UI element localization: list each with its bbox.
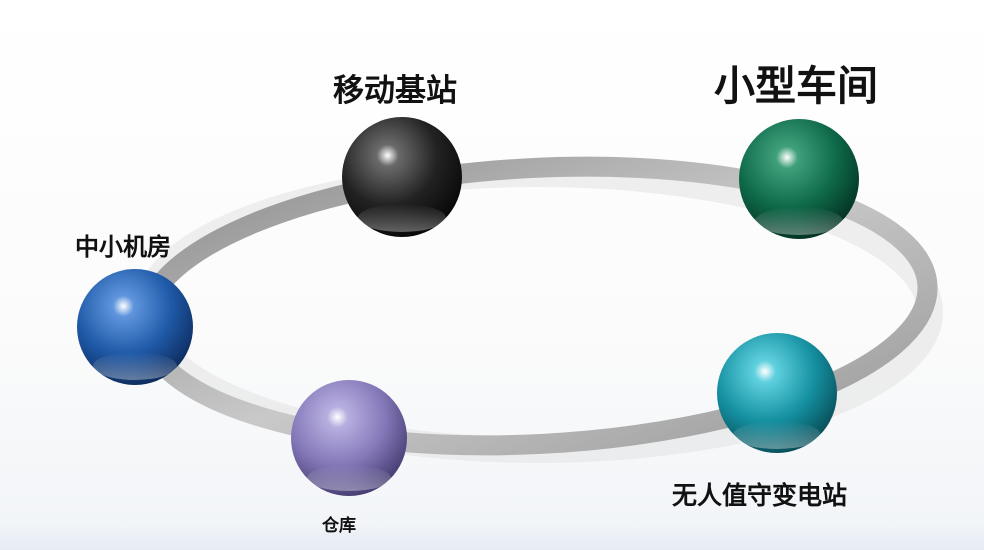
warehouse-sphere [291, 380, 407, 496]
mobile-base-station-sphere [342, 117, 462, 237]
workshop-sphere [739, 119, 859, 239]
label-warehouse: 仓库 [322, 516, 356, 536]
substation-sphere [717, 333, 837, 453]
label-unmanned-substation: 无人值守变电站 [672, 481, 848, 510]
label-mobile-base-station: 移动基站 [333, 73, 457, 109]
bottom-band [0, 522, 984, 550]
server-room-sphere [77, 269, 193, 385]
label-small-workshop: 小型车间 [714, 62, 878, 110]
label-small-server-room: 中小机房 [75, 233, 171, 261]
